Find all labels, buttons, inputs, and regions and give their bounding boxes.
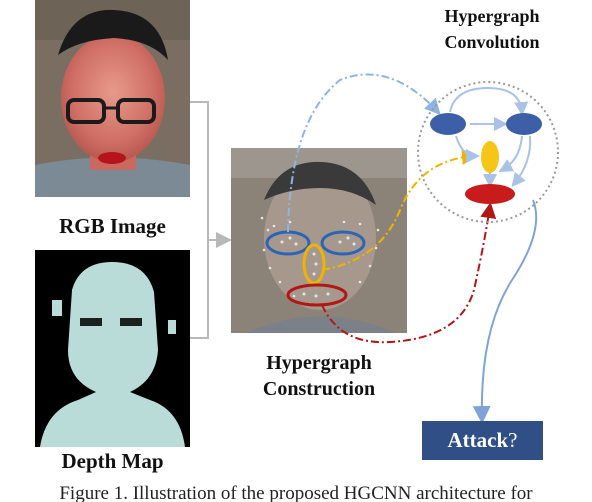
eye-to-node-link	[287, 73, 441, 233]
nose-hyperedge	[302, 243, 326, 285]
depth-map	[35, 250, 190, 447]
attack-question-mark: ?	[508, 428, 518, 452]
figure-caption: Figure 1. Illustration of the proposed H…	[59, 483, 533, 502]
convolution-edges	[449, 86, 532, 188]
node-yellow	[481, 141, 499, 173]
nose-to-node-link	[321, 148, 478, 271]
output-to-attack-link	[472, 199, 538, 424]
construction-image	[231, 148, 407, 333]
rgb-image-label: RGB Image	[59, 214, 166, 238]
node-red	[465, 184, 515, 204]
mouth-hyperedge	[286, 283, 348, 307]
depth-map-label: Depth Map	[61, 449, 164, 473]
convolution-title-line1: Hypergraph	[444, 6, 540, 26]
rgb-image	[35, 0, 190, 197]
attack-word: Attack	[447, 428, 509, 452]
construction-title-line1: Hypergraph	[266, 352, 372, 374]
convolution-title-line2: Convolution	[444, 32, 540, 52]
construction-title-line2: Construction	[262, 378, 376, 400]
input-connector	[190, 101, 232, 339]
convolution-boundary	[417, 81, 559, 223]
node-blue-left	[430, 113, 466, 135]
node-blue-right	[506, 113, 542, 135]
right-eye-hyperedge	[320, 230, 366, 256]
attack-output-box: Attack?	[422, 421, 543, 460]
